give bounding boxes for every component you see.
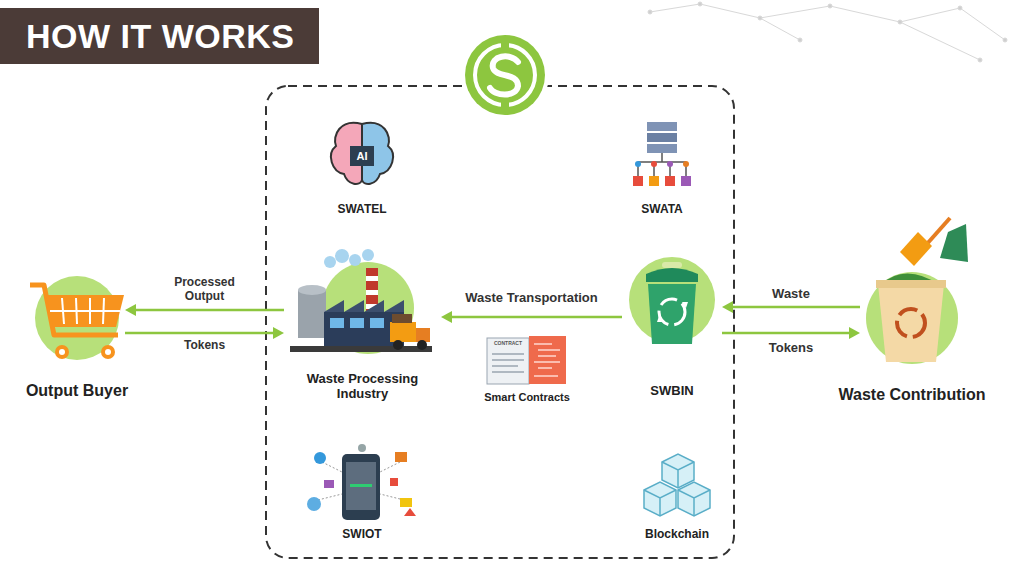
connector-line [125,332,275,335]
logo [461,31,549,119]
connector-line [731,306,860,309]
flow-arrow [722,327,860,339]
waste-bin-icon [866,218,968,364]
node-label: Waste Contribution [839,386,986,404]
process-node: Waste Processing Industry [290,250,435,358]
part-label: SWATA [641,203,683,217]
factory-icon [290,249,432,354]
cart-icon [30,276,124,360]
edge-label: Processed Output [164,276,246,304]
node-label: Waste Processing Industry [293,372,433,402]
arrowhead [273,327,284,339]
network-decoration [648,2,1007,62]
part-label: SWIOT [342,528,381,542]
edge-label: Waste [751,287,831,302]
edge-label: Tokens [164,339,246,353]
contract-icon [487,336,566,384]
arrowhead [722,301,733,313]
part-label: CONTRACT [494,341,522,347]
part-label: Smart Contracts [484,391,570,404]
connector-line [450,316,622,319]
process-node: SWBIN [628,256,716,346]
node-label: SWBIN [650,384,693,399]
data-tree-icon [633,122,691,186]
iot-icon [307,444,416,520]
edge-label: Waste Transportation [457,291,607,306]
part-label: SWATEL [337,203,386,217]
process-node: Output Buyer [35,276,119,360]
arrowhead [441,311,452,323]
blockchain-icon [644,454,710,516]
flow-arrow [125,327,284,339]
title-banner: HOW IT WORKS [0,8,319,64]
platform-boundary [266,86,734,558]
arrowhead [849,327,860,339]
brain-icon [331,123,393,184]
arrowhead [125,304,136,316]
process-node: Waste Contribution [866,272,958,364]
connector-line [134,309,284,312]
flow-arrow [722,301,860,313]
flow-arrow [125,304,284,316]
flow-arrow [441,311,622,323]
part-label: AI [357,150,368,163]
part-label: Blockchain [645,528,709,542]
edge-label: Tokens [751,341,831,356]
bin-icon [629,257,715,344]
connector-line [722,332,851,335]
node-label: Output Buyer [26,382,128,400]
